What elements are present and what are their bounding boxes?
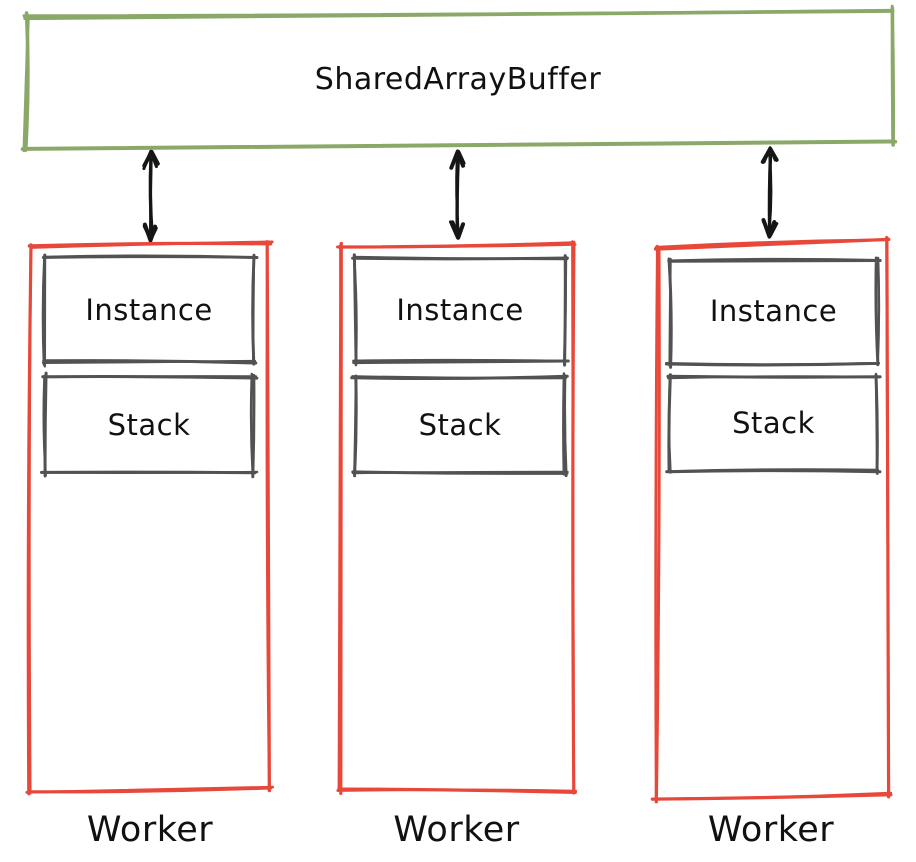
instance-box [351, 253, 570, 367]
stack-box [350, 372, 569, 478]
worker-box [650, 235, 893, 804]
bidirectional-arrow-icon [760, 146, 779, 239]
instance-box [664, 256, 882, 369]
bidirectional-arrow-icon [449, 149, 466, 240]
worker-box [25, 240, 275, 796]
worker-box [336, 240, 577, 795]
bidirectional-arrow-icon [142, 149, 160, 243]
shared-array-buffer-box [20, 4, 898, 153]
stack-box [665, 372, 882, 475]
stack-box [40, 371, 259, 479]
instance-box [41, 253, 259, 368]
